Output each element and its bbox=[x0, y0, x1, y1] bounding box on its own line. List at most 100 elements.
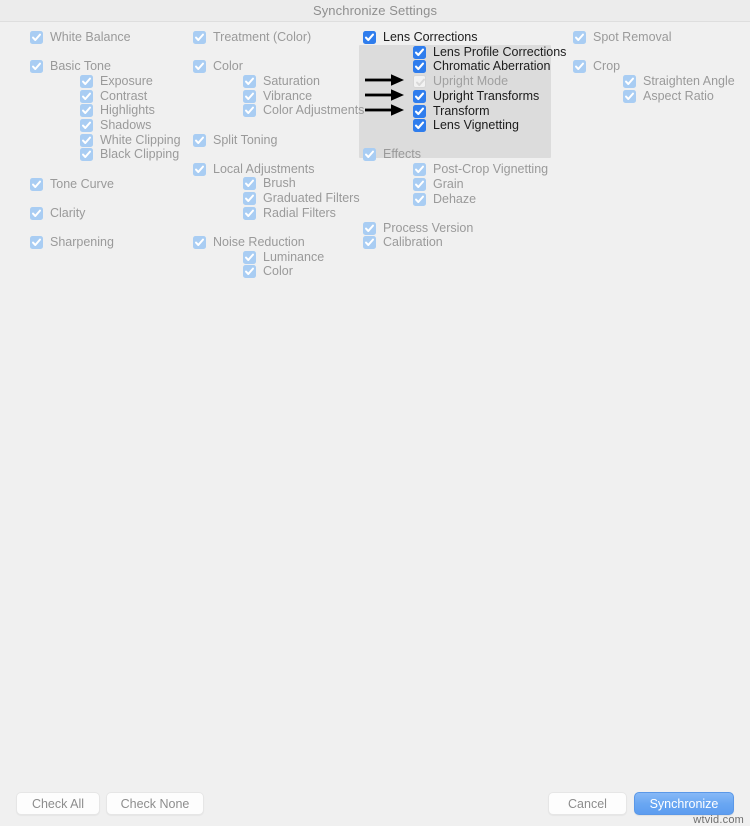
setting-row[interactable]: Vibrance bbox=[243, 89, 312, 104]
setting-row[interactable]: Chromatic Aberration bbox=[413, 59, 550, 74]
checkbox-checked[interactable] bbox=[80, 74, 93, 88]
checkbox-checked[interactable] bbox=[243, 265, 256, 279]
setting-row[interactable]: Process Version bbox=[363, 221, 473, 236]
setting-row[interactable]: Color bbox=[243, 264, 293, 279]
checkbox-checked[interactable] bbox=[193, 162, 206, 176]
checkbox-checked[interactable] bbox=[243, 192, 256, 206]
setting-row[interactable]: Radial Filters bbox=[243, 206, 336, 221]
setting-row[interactable]: Straighten Angle bbox=[623, 74, 735, 89]
checkbox-checked[interactable] bbox=[413, 45, 426, 59]
checkbox-checked[interactable] bbox=[80, 133, 93, 147]
setting-row[interactable]: Sharpening bbox=[30, 235, 114, 250]
setting-row[interactable]: Crop bbox=[573, 59, 620, 74]
check-none-button[interactable]: Check None bbox=[106, 792, 204, 815]
checkbox-checked[interactable] bbox=[30, 31, 43, 44]
setting-row[interactable]: Brush bbox=[243, 176, 296, 191]
setting-row[interactable]: Graduated Filters bbox=[243, 191, 360, 206]
setting-row[interactable]: Dehaze bbox=[413, 192, 476, 207]
checkbox-checked[interactable] bbox=[413, 60, 426, 74]
setting-label: Graduated Filters bbox=[263, 191, 360, 206]
checkbox-checked[interactable] bbox=[80, 104, 93, 118]
checkbox-checked[interactable] bbox=[413, 119, 426, 133]
checkbox-checked[interactable] bbox=[413, 104, 426, 118]
checkbox-checked[interactable] bbox=[413, 192, 426, 206]
setting-label: Upright Mode bbox=[433, 74, 509, 89]
setting-row[interactable]: Highlights bbox=[80, 103, 155, 118]
setting-row[interactable]: Calibration bbox=[363, 235, 443, 250]
setting-row[interactable]: Tone Curve bbox=[30, 177, 114, 192]
checkbox-checked[interactable] bbox=[363, 236, 376, 250]
synchronize-button[interactable]: Synchronize bbox=[634, 792, 734, 815]
setting-label: Basic Tone bbox=[50, 59, 111, 74]
setting-row[interactable]: Color bbox=[193, 59, 243, 74]
checkbox-checked[interactable] bbox=[623, 74, 636, 88]
checkbox-checked[interactable] bbox=[413, 177, 426, 191]
checkbox-checked[interactable] bbox=[363, 31, 376, 44]
setting-row[interactable]: White Balance bbox=[30, 30, 131, 45]
checkbox-checked[interactable] bbox=[193, 133, 206, 147]
setting-row[interactable]: Post-Crop Vignetting bbox=[413, 162, 548, 177]
setting-row[interactable]: Lens Profile Corrections bbox=[413, 45, 566, 60]
dialog-title: Synchronize Settings bbox=[312, 3, 438, 18]
checkbox-checked[interactable] bbox=[413, 89, 426, 103]
checkbox-checked[interactable] bbox=[363, 221, 376, 235]
setting-row[interactable]: Lens Vignetting bbox=[413, 118, 519, 133]
setting-row[interactable]: Split Toning bbox=[193, 133, 277, 148]
cancel-button[interactable]: Cancel bbox=[548, 792, 627, 815]
setting-row[interactable]: Clarity bbox=[30, 206, 85, 221]
checkbox-checked[interactable] bbox=[413, 163, 426, 177]
setting-label: Dehaze bbox=[433, 191, 477, 206]
setting-label: Treatment (Color) bbox=[213, 30, 312, 44]
checkbox-checked[interactable] bbox=[243, 250, 256, 264]
checkbox-checked[interactable] bbox=[30, 236, 43, 249]
checkbox-checked[interactable] bbox=[243, 74, 256, 88]
checkbox-checked[interactable] bbox=[193, 31, 206, 44]
setting-row[interactable]: Lens Corrections bbox=[363, 30, 478, 45]
setting-row[interactable]: Contrast bbox=[80, 89, 147, 104]
checkbox-checked[interactable] bbox=[243, 206, 256, 220]
setting-label: Effects bbox=[383, 147, 421, 162]
setting-label: Grain bbox=[433, 176, 464, 191]
checkbox-checked[interactable] bbox=[30, 177, 43, 191]
setting-row[interactable]: Treatment (Color) bbox=[193, 30, 311, 45]
setting-row[interactable]: Noise Reduction bbox=[193, 235, 305, 250]
setting-label: Aspect Ratio bbox=[643, 88, 714, 103]
checkbox-checked[interactable] bbox=[573, 60, 586, 74]
setting-row[interactable]: Effects bbox=[363, 147, 421, 162]
setting-label: Color Adjustments bbox=[263, 103, 365, 118]
checkbox-checked[interactable] bbox=[623, 89, 636, 103]
setting-row[interactable]: Luminance bbox=[243, 250, 324, 265]
setting-row[interactable]: Color Adjustments bbox=[243, 103, 364, 118]
setting-label: Lens Profile Corrections bbox=[433, 44, 567, 59]
setting-row[interactable]: White Clipping bbox=[80, 133, 181, 148]
setting-row[interactable]: Aspect Ratio bbox=[623, 89, 714, 104]
checkbox-checked[interactable] bbox=[30, 206, 43, 220]
setting-row[interactable]: Local Adjustments bbox=[193, 162, 314, 177]
setting-row[interactable]: Upright Transforms bbox=[413, 89, 539, 104]
setting-row[interactable]: Shadows bbox=[80, 118, 151, 133]
checkbox-checked[interactable] bbox=[243, 177, 256, 191]
checkbox-checked[interactable] bbox=[573, 31, 586, 44]
setting-row[interactable]: Spot Removal bbox=[573, 30, 672, 45]
setting-row[interactable]: Upright Mode bbox=[413, 74, 508, 89]
checkbox-checked[interactable] bbox=[243, 89, 256, 103]
setting-row[interactable]: Basic Tone bbox=[30, 59, 111, 74]
checkbox-checked[interactable] bbox=[30, 60, 43, 74]
checkbox-checked[interactable] bbox=[80, 148, 93, 162]
setting-row[interactable]: Saturation bbox=[243, 74, 320, 89]
checkbox-checked[interactable] bbox=[193, 60, 206, 74]
setting-label: Color bbox=[213, 59, 243, 74]
checkbox-checked[interactable] bbox=[80, 119, 93, 132]
check-all-button[interactable]: Check All bbox=[16, 792, 100, 815]
checkbox-checked[interactable] bbox=[80, 89, 93, 103]
setting-label: Crop bbox=[593, 59, 621, 74]
setting-row[interactable]: Grain bbox=[413, 177, 464, 192]
setting-row[interactable]: Transform bbox=[413, 104, 490, 119]
checkbox-checked[interactable] bbox=[243, 104, 256, 118]
setting-row[interactable]: Exposure bbox=[80, 74, 153, 89]
checkbox-checked[interactable] bbox=[193, 236, 206, 249]
checkbox-checked[interactable] bbox=[363, 148, 376, 162]
setting-label: Tone Curve bbox=[50, 176, 114, 191]
setting-row[interactable]: Black Clipping bbox=[80, 147, 179, 162]
